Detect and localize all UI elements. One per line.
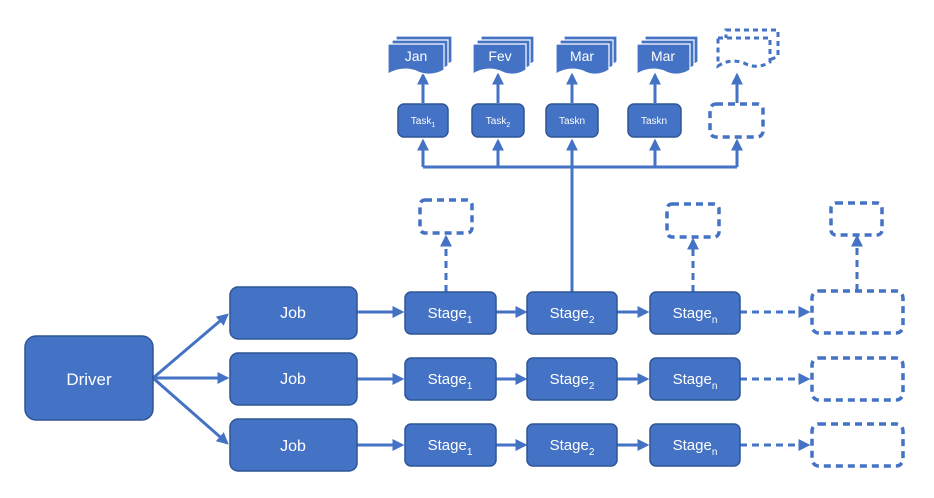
job-label: Job <box>280 305 306 322</box>
stage-label: Stage2 <box>550 371 595 392</box>
row3-next-stage-placeholder <box>810 422 905 468</box>
driver-box <box>24 335 154 421</box>
stage-box <box>404 357 497 401</box>
driver-to-job-1-arrow <box>152 313 229 380</box>
task-placeholder <box>708 102 765 139</box>
row3-stage-n: Stagen <box>649 423 741 467</box>
file-label: Mar <box>570 48 594 64</box>
file-shape <box>555 43 610 76</box>
stage-label: Stage1 <box>428 437 473 458</box>
row1-next-stage-placeholder <box>810 289 905 335</box>
file-jan: Jan <box>387 35 453 76</box>
row2-stage-n: Stagen <box>649 357 741 401</box>
connectors <box>152 72 863 451</box>
row1-stage-1: Stage1 <box>404 291 497 335</box>
task-box <box>471 103 525 138</box>
file-label: Fev <box>488 48 511 64</box>
file-mar-1: Mar <box>555 35 618 76</box>
task-label: Task2 <box>486 116 511 129</box>
row3-stage-1: Stage1 <box>404 423 497 467</box>
file-shape <box>387 43 445 76</box>
row2-next-stage-placeholder <box>810 356 905 402</box>
stage-box <box>649 423 741 467</box>
job-node-3: Job <box>229 418 358 472</box>
task-node-2: Task2 <box>471 103 525 138</box>
job-box <box>229 352 358 406</box>
task-node-4: Taskn <box>627 103 682 138</box>
stage-label: Stage2 <box>550 437 595 458</box>
job-label: Job <box>280 371 306 388</box>
task-label: Taskn <box>559 116 585 127</box>
file-shape <box>472 43 527 76</box>
stage-label: Stage2 <box>550 305 595 326</box>
file-label: Jan <box>405 48 428 64</box>
stage-box <box>649 357 741 401</box>
job-node-1: Job <box>229 286 358 340</box>
job-box <box>229 286 358 340</box>
stagen-output-placeholder <box>665 202 721 239</box>
task-box <box>627 103 682 138</box>
task-label: Taskn <box>641 116 667 127</box>
stage-box <box>404 423 497 467</box>
stage-box <box>649 291 741 335</box>
task-box <box>397 103 449 138</box>
stage-label: Stage1 <box>428 371 473 392</box>
stage-box <box>404 291 497 335</box>
job-label: Job <box>280 438 306 455</box>
task-label: Task1 <box>411 116 436 129</box>
file-placeholder <box>716 28 780 69</box>
row2-stage-2: Stage2 <box>526 357 618 401</box>
task-box <box>545 103 599 138</box>
row1-stage-n: Stagen <box>649 291 741 335</box>
stage-label: Stagen <box>673 305 718 326</box>
stage-label: Stage1 <box>428 305 473 326</box>
file-fev: Fev <box>472 35 535 76</box>
driver-node: Driver <box>24 335 154 421</box>
task-node-3: Taskn <box>545 103 599 138</box>
row1-stage-2: Stage2 <box>526 291 618 335</box>
stage-box <box>526 357 618 401</box>
stage-label: Stagen <box>673 371 718 392</box>
stage-box <box>526 423 618 467</box>
stage-box <box>526 291 618 335</box>
next-output-placeholder <box>829 201 884 237</box>
file-label: Mar <box>651 48 675 64</box>
file-shape <box>716 36 772 69</box>
job-node-2: Job <box>229 352 358 406</box>
stage-label: Stagen <box>673 437 718 458</box>
driver-to-job-3-arrow <box>152 376 229 445</box>
task-node-1: Task1 <box>397 103 449 138</box>
file-shape <box>636 43 691 76</box>
driver-label: Driver <box>66 370 112 389</box>
row3-stage-2: Stage2 <box>526 423 618 467</box>
stage1-output-placeholder <box>418 198 474 235</box>
job-box <box>229 418 358 472</box>
row2-stage-1: Stage1 <box>404 357 497 401</box>
file-mar-2: Mar <box>636 35 699 76</box>
